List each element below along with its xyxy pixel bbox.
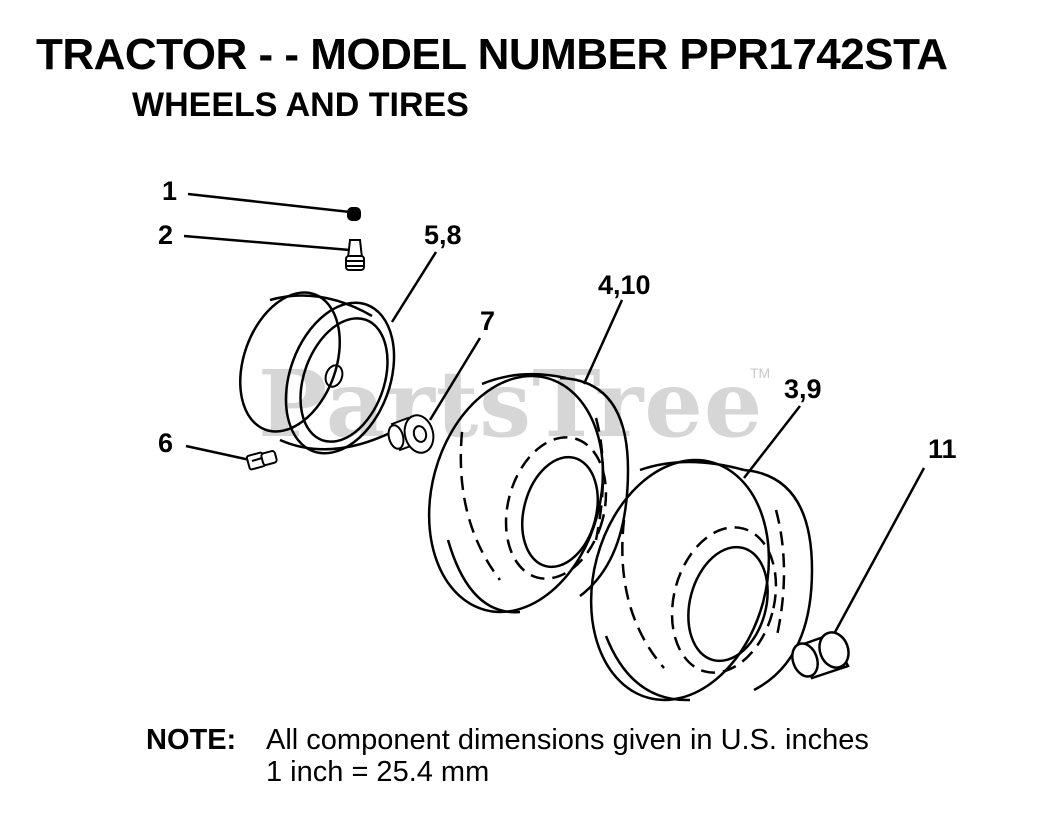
front-tire-part [427, 372, 630, 614]
callout-4-10: 4,10 [598, 270, 651, 300]
hub-cap-part [791, 631, 850, 680]
callout-1: 1 [162, 176, 178, 206]
callout-3-9: 3,9 [784, 374, 822, 404]
leader-11 [832, 467, 926, 635]
callout-6: 6 [158, 428, 174, 458]
leader-410 [582, 299, 624, 385]
note-label: NOTE: [146, 724, 237, 756]
leader-7 [428, 337, 482, 421]
leader-1 [187, 192, 351, 214]
page-subtitle: WHEELS AND TIRES [132, 86, 469, 124]
bolt-part [245, 450, 278, 471]
wheel-rim-part [239, 291, 396, 455]
note-line-1: All component dimensions given in U.S. i… [266, 724, 869, 756]
page-title: TRACTOR - - MODEL NUMBER PPR1742STA [36, 30, 948, 79]
leader-39 [743, 405, 801, 479]
note-line-2: 1 inch = 25.4 mm [266, 756, 490, 788]
leader-6 [185, 444, 251, 462]
valve-cap-part [347, 207, 361, 221]
leader-2 [183, 234, 351, 252]
watermark-trademark: TM [750, 365, 771, 381]
callout-2: 2 [158, 220, 174, 250]
callout-7: 7 [480, 306, 496, 336]
rear-tire-part [589, 458, 814, 702]
callout-11: 11 [928, 434, 957, 464]
leader-58 [390, 251, 438, 323]
bushing-part [387, 414, 435, 454]
callout-5-8: 5,8 [424, 220, 462, 250]
valve-stem-part [345, 239, 365, 271]
